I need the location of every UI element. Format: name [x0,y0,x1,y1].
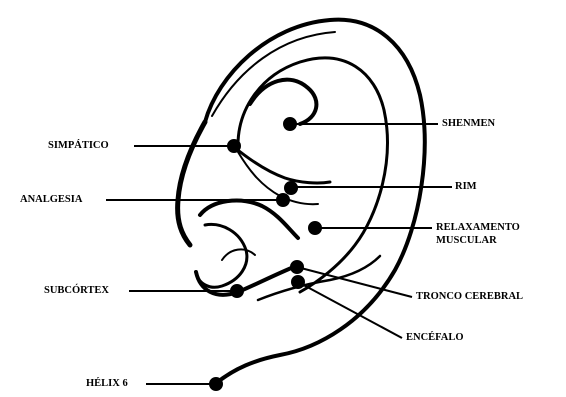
subcortex-point [231,285,243,297]
analgesia-point [277,194,289,206]
tronco-point [291,261,303,273]
label-relaxamento-line2: MUSCULAR [436,235,497,247]
tronco-leader-line [297,267,412,297]
label-simpatico: SIMPÁTICO [48,140,109,152]
label-analgesia: ANALGESIA [20,194,82,206]
helix6-point [210,378,222,390]
label-encefalo: ENCÉFALO [406,332,464,344]
label-helix6: HÉLIX 6 [86,378,128,390]
label-rim: RIM [455,181,477,193]
label-relaxamento-line1: RELAXAMENTO [436,222,520,234]
label-tronco-cerebral: TRONCO CEREBRAL [416,291,523,303]
shenmen-point [284,118,296,130]
encefalo-point [292,276,304,288]
rim-point [285,182,297,194]
simpatico-point [228,140,240,152]
label-shenmen: SHENMEN [442,118,495,130]
label-subcortex: SUBCÓRTEX [44,285,109,297]
relaxamento-point [309,222,321,234]
